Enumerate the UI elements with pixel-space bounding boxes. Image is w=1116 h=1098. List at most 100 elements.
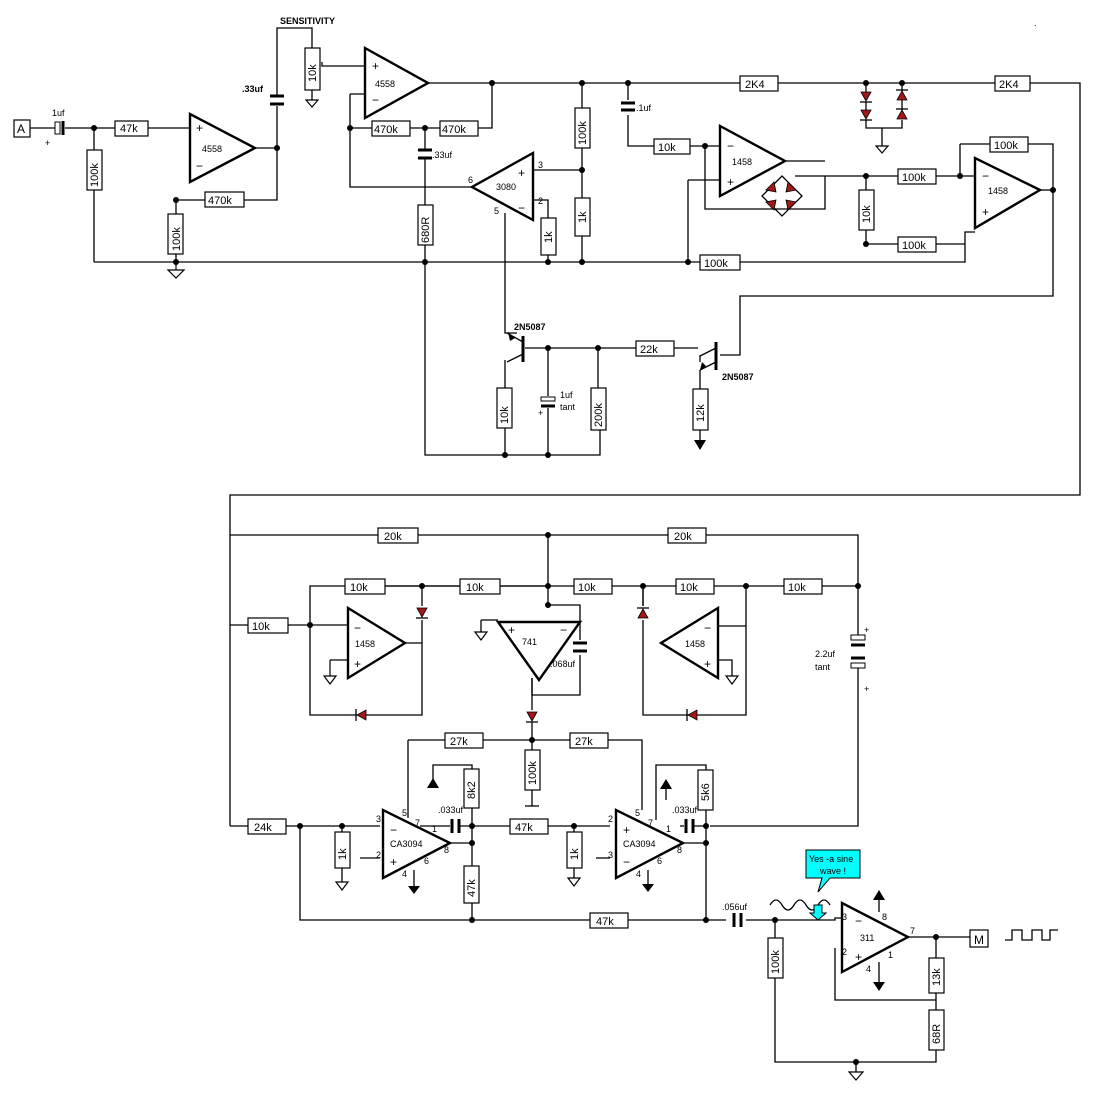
svg-text:1k: 1k [543,231,555,243]
svg-text:24k: 24k [254,822,272,834]
svg-text:+: + [508,623,515,637]
sine-wave-icon [769,899,831,911]
svg-text:+: + [982,205,989,219]
svg-text:1k: 1k [569,848,581,860]
opamp-4558-gain [363,45,431,121]
svg-text:.033uf: .033uf [438,805,464,815]
svg-text:+: + [864,625,869,635]
svg-text:741: 741 [522,637,537,647]
opamp-4558-input [188,112,258,184]
opamp-1458-rect [718,123,788,199]
svg-text:8k2: 8k2 [466,781,478,799]
svg-text:5: 5 [402,808,407,818]
svg-text:−: − [623,855,630,869]
svg-text:1: 1 [666,824,671,834]
svg-text:2N5087: 2N5087 [722,372,754,382]
svg-text:47k: 47k [515,822,533,834]
svg-text:1uf: 1uf [560,390,573,400]
svg-text:4: 4 [402,869,407,879]
svg-text:CA3094: CA3094 [623,839,656,849]
svg-text:tant: tant [560,402,576,412]
svg-text:4: 4 [866,964,871,974]
down-arrow-icon [808,904,828,921]
svg-text:7: 7 [648,818,653,828]
svg-text:2.2uf: 2.2uf [815,649,836,659]
svg-text:7: 7 [910,926,915,936]
svg-text:+: + [354,657,361,671]
opamp-1458-left [346,605,408,681]
svg-text:100k: 100k [171,227,183,251]
svg-text:100k: 100k [902,172,926,184]
svg-text:2K4: 2K4 [999,79,1019,91]
svg-text:1k: 1k [577,211,589,223]
svg-text:100k: 100k [577,121,589,145]
ota-3080 [469,150,535,223]
svg-text:1: 1 [888,950,893,960]
svg-text:5k6: 5k6 [700,783,712,801]
svg-text:tant: tant [815,662,831,672]
svg-text:13k: 13k [931,968,943,986]
transistors [506,332,718,371]
svg-text:47k: 47k [466,879,478,897]
svg-text:−: − [855,914,862,928]
svg-text:+: + [372,59,379,73]
svg-text:27k: 27k [450,736,468,748]
svg-text:100k: 100k [902,240,926,252]
svg-text:3080: 3080 [496,182,516,192]
svg-text:SENSITIVITY: SENSITIVITY [280,16,335,26]
svg-text:+: + [538,408,543,418]
bubble-text-1: Yes -a sine [809,854,853,864]
svg-text:−: − [560,623,567,637]
svg-text:68R: 68R [931,1024,943,1044]
svg-text:6: 6 [424,856,429,866]
svg-text:10k: 10k [252,621,270,633]
svg-text:7: 7 [415,818,420,828]
svg-text:3: 3 [842,912,847,922]
svg-text:.33uf: .33uf [242,84,264,94]
svg-text:470k: 470k [374,124,398,136]
svg-text:10k: 10k [307,64,319,82]
ota-ca3094-right [614,808,686,880]
svg-text:10k: 10k [578,582,596,594]
svg-text:22k: 22k [640,344,658,356]
annotation-bubble [805,849,861,893]
resistors [86,47,1031,1051]
svg-text:8: 8 [677,845,682,855]
svg-text:+: + [390,855,397,869]
svg-text:.033uf: .033uf [672,805,698,815]
svg-text:3: 3 [538,160,543,170]
svg-text:680R: 680R [420,217,432,243]
svg-text:1: 1 [432,824,437,834]
ota-ca3094-left [381,808,453,880]
svg-text:1458: 1458 [732,157,752,167]
svg-text:470k: 470k [208,195,232,207]
svg-text:.068uf: .068uf [550,659,576,669]
junction-dots [91,80,1056,1065]
svg-text:10k: 10k [680,582,698,594]
svg-text:20k: 20k [384,531,402,543]
svg-text:+: + [864,684,869,694]
svg-text:10k: 10k [788,582,806,594]
svg-text:10k: 10k [350,582,368,594]
svg-text:.33uf: .33uf [432,150,453,160]
svg-text:100k: 100k [89,163,101,187]
svg-text:100k: 100k [704,258,728,270]
opamp-1458-right [658,605,720,681]
svg-text:.1uf: .1uf [636,103,652,113]
diodes [355,89,908,723]
svg-text:2: 2 [608,814,613,824]
svg-text:10k: 10k [499,406,511,424]
svg-text:−: − [354,621,361,635]
op-amps: +− +− +− −+ −+ −+ +− −+ −+ +− −+ [188,45,1043,974]
svg-text:+: + [704,657,711,671]
svg-text:2N5087: 2N5087 [514,322,546,332]
svg-text:10k: 10k [466,582,484,594]
wires-bottom [230,534,970,1072]
svg-text:1458: 1458 [685,639,705,649]
svg-text:4558: 4558 [202,144,222,154]
opamp-741 [495,620,583,683]
svg-text:5: 5 [635,808,640,818]
bubble-text-2: wave ! [819,866,846,876]
svg-text:8: 8 [444,845,449,855]
